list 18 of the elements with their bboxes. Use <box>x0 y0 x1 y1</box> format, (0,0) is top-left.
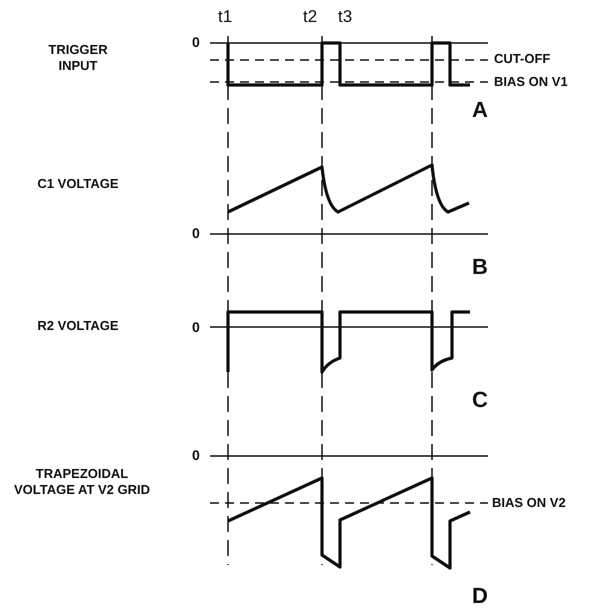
waveform-title: TRAPEZOIDAL VOLTAGE AT V2 GRID <box>12 466 152 498</box>
panel-letter: D <box>472 582 488 610</box>
waveform-title: TRIGGER INPUT <box>47 42 109 74</box>
waveform-title: C1 VOLTAGE <box>36 176 120 192</box>
level-label: BIAS ON V2 <box>492 495 566 512</box>
panel-letter: B <box>472 253 488 280</box>
time-marker-label: t2 <box>303 6 318 28</box>
zero-level-label: 0 <box>192 447 200 464</box>
time-marker-label: t3 <box>338 6 352 28</box>
panel-letter: C <box>472 386 488 414</box>
zero-level-label: 0 <box>192 319 200 336</box>
waveform-title: R2 VOLTAGE <box>36 318 120 334</box>
zero-level-label: 0 <box>192 34 200 52</box>
level-label: BIAS ON V1 <box>494 74 568 90</box>
time-marker-label: t1 <box>218 6 232 28</box>
panel-letter: A <box>472 96 488 124</box>
zero-level-label: 0 <box>192 225 200 242</box>
level-label: CUT-OFF <box>494 51 550 68</box>
